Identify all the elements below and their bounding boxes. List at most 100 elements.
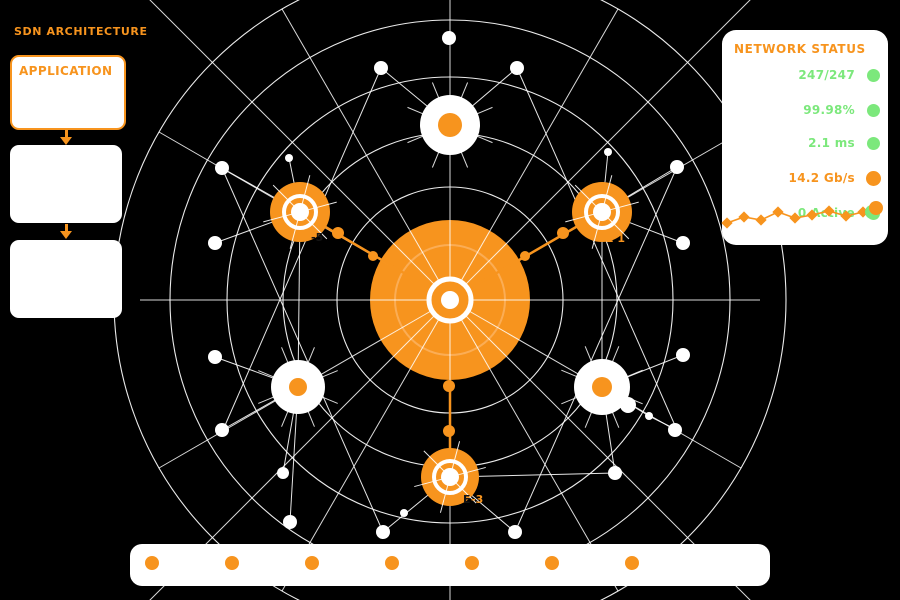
spine-node-core — [291, 203, 309, 221]
satellite-dot — [208, 236, 222, 250]
link-line — [514, 166, 678, 533]
link-line — [222, 67, 382, 431]
satellite-dot — [277, 467, 289, 479]
packet-dot — [443, 425, 455, 437]
network-status-panel: NETWORK STATUS 247/247 99.98% 2.1 ms 14.… — [722, 30, 888, 245]
satellite-dot — [670, 160, 684, 174]
satellite-dot — [376, 525, 390, 539]
status-value: 0 Active — [797, 206, 855, 220]
flow-box-2 — [10, 145, 122, 223]
node-stub — [611, 346, 620, 364]
page-title: SDN ARCHITECTURE — [14, 25, 148, 38]
satellite-dot — [608, 466, 622, 480]
satellite-dot — [510, 61, 524, 75]
spine-node-core — [441, 468, 459, 486]
node-stub — [574, 184, 599, 209]
node-stub — [561, 369, 579, 378]
leaf-node-core — [289, 378, 307, 396]
radial-spoke — [465, 0, 751, 285]
spine-node-core — [593, 203, 611, 221]
node-stub — [258, 396, 276, 404]
node-stub — [263, 213, 295, 223]
satellite-dot — [374, 61, 388, 75]
spine-node-ring — [584, 194, 620, 230]
status-value: 99.98% — [803, 103, 855, 117]
node-stub — [611, 410, 620, 428]
core-dot — [441, 291, 459, 309]
packet-dot — [557, 227, 569, 239]
spine-node-ring — [432, 459, 468, 495]
panel-title: NETWORK STATUS — [734, 42, 866, 56]
flow-box-3 — [10, 240, 122, 318]
satellite-dot — [400, 509, 408, 517]
bottom-dock-bar — [130, 544, 770, 586]
node-stub — [407, 135, 425, 144]
packet-dot — [443, 380, 455, 392]
leaf-node-core — [438, 113, 462, 137]
status-dot-icon — [867, 207, 880, 220]
dock-dot — [305, 556, 319, 570]
satellite-dot — [508, 525, 522, 539]
node-stub — [320, 396, 338, 404]
link-line — [516, 67, 678, 431]
status-row: 14.2 Gb/s — [722, 171, 888, 187]
satellite-dot — [668, 423, 682, 437]
node-label: E 1 — [606, 232, 625, 245]
node-stub — [607, 201, 639, 211]
node-stub — [303, 215, 328, 240]
node-stub — [453, 480, 477, 504]
node-stub — [475, 135, 493, 144]
node-stub — [625, 369, 643, 378]
node-stub — [439, 482, 449, 513]
status-row: 0 Active — [722, 206, 888, 222]
satellite-dot — [604, 148, 612, 156]
dock-dot — [545, 556, 559, 570]
node-stub — [475, 106, 493, 115]
status-row: 247/247 — [722, 68, 888, 84]
node-stub — [281, 409, 289, 427]
node-stub — [289, 217, 299, 249]
node-stub — [460, 150, 469, 168]
node-stub — [258, 370, 276, 378]
node-stub — [423, 450, 447, 474]
status-dot-icon — [867, 69, 880, 82]
status-dot-icon — [867, 137, 880, 150]
satellite-dot — [676, 236, 690, 250]
packet-dot — [520, 251, 530, 261]
flow-box-label: APPLICATION — [19, 64, 113, 78]
link-line — [221, 167, 384, 533]
node-stub — [272, 184, 297, 209]
status-row: 2.1 ms — [722, 136, 888, 152]
core-ring — [426, 276, 474, 324]
node-stub — [305, 201, 337, 211]
satellite-dot — [283, 515, 297, 529]
status-dot-icon — [866, 171, 881, 186]
status-value: 247/247 — [798, 68, 855, 82]
flow-box-application: APPLICATION — [10, 55, 126, 130]
satellite-dot — [645, 412, 653, 420]
node-label: -3 — [471, 493, 483, 506]
packet-dot — [332, 227, 344, 239]
dock-dot — [385, 556, 399, 570]
radial-spoke — [460, 8, 619, 282]
node-stub — [591, 217, 601, 249]
leaf-node-core — [592, 377, 612, 397]
node-stub — [431, 150, 440, 168]
node-stub — [307, 347, 315, 365]
status-value: 14.2 Gb/s — [788, 171, 855, 185]
node-label: E — [463, 493, 471, 506]
node-stub — [565, 213, 597, 223]
status-row: 99.98% — [722, 103, 888, 119]
node-stub — [584, 346, 593, 364]
node-stub — [301, 175, 311, 207]
node-stub — [414, 478, 445, 488]
spine-node-ring — [282, 194, 318, 230]
node-stub — [307, 409, 315, 427]
satellite-dot — [215, 161, 229, 175]
dock-dot — [225, 556, 239, 570]
node-stub — [320, 370, 338, 378]
packet-dot — [368, 251, 378, 261]
satellite-dot — [442, 31, 456, 45]
